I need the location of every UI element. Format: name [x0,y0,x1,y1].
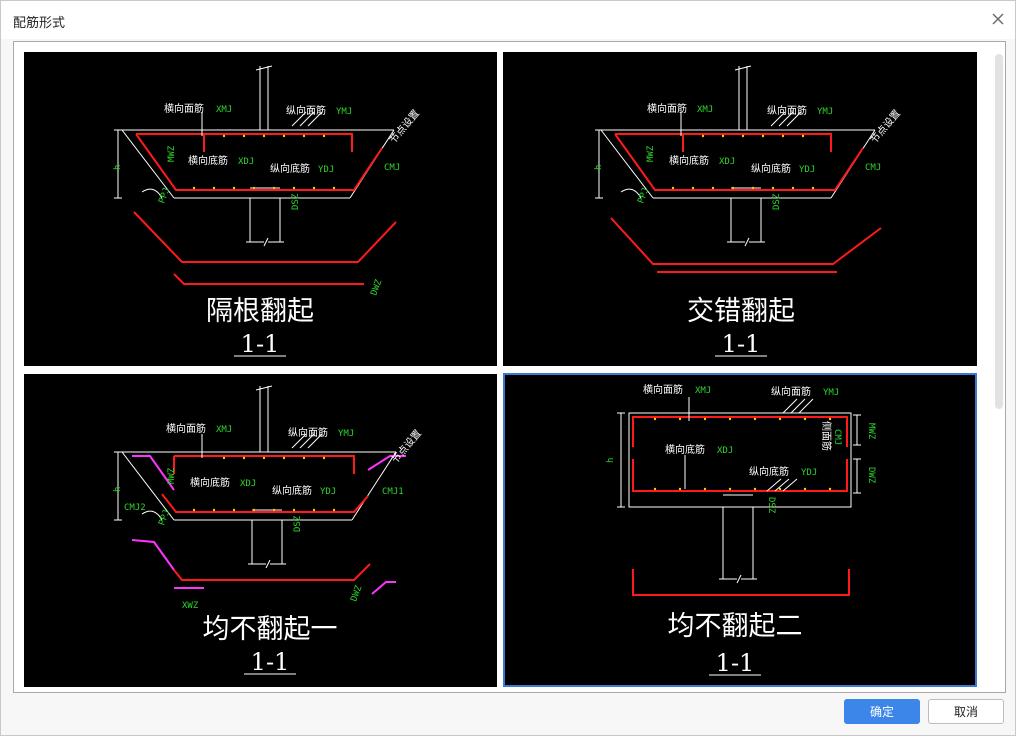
side-code: CMJ1 [382,487,404,497]
dwz-code: DWZ [369,278,384,297]
top-trans-label: 横向面筋 [164,102,204,115]
ppj-code: PPJ [157,186,172,205]
top-long-label: 纵向面筋 [767,104,807,117]
top-trans-label: 横向面筋 [643,383,683,396]
section-label: 1-1 [251,648,290,676]
option-tile-3[interactable]: 横向面筋 XMJ 纵向面筋 YMJ 横向底筋 XDJ 纵向底筋 YDJ 节点设置… [24,374,497,687]
bot-trans-code: XDJ [240,479,256,489]
h-label: h [594,165,604,170]
side-code: CMJ [832,429,842,445]
bot-long-label: 纵向底筋 [270,162,310,175]
mwz-code: MWZ [646,145,656,162]
xwz-code: XWZ [182,601,199,611]
bot-long-code: YDJ [801,468,817,478]
node-label: 节点设置 [389,428,424,466]
side-code: CMJ [384,163,400,173]
option-title: 交错翻起 [687,296,795,327]
bot-trans-code: XDJ [717,446,733,456]
option-tile-1[interactable]: 横向面筋 XMJ 纵向面筋 YMJ 横向底筋 XDJ 纵向底筋 YDJ 节点设置… [24,52,497,366]
mwz-code: MWZ [866,423,876,440]
dsz-code: DSZ [766,497,776,514]
section-label: 1-1 [716,649,755,677]
bot-long-label: 纵向底筋 [272,484,312,497]
mwz-code: MWZ [167,145,177,162]
option-tile-2[interactable]: 横向面筋 XMJ 纵向面筋 YMJ 横向底筋 XDJ 纵向底筋 YDJ 节点设置… [503,52,977,366]
top-trans-label: 横向面筋 [647,102,687,115]
option-title: 隔根翻起 [206,296,314,327]
top-long-label: 纵向面筋 [288,426,328,439]
cancel-button[interactable]: 取消 [928,699,1004,724]
close-icon[interactable] [989,10,1007,28]
dsz-code: DSZ [772,193,782,210]
bot-trans-code: XDJ [719,157,735,167]
dsz-code: DSZ [293,515,303,532]
options-panel: 横向面筋 XMJ 纵向面筋 YMJ 横向底筋 XDJ 纵向底筋 YDJ 节点设置… [13,41,1006,693]
ok-button[interactable]: 确定 [844,699,920,724]
ppj-code: PPJ [157,508,172,527]
option-title: 均不翻起一 [203,614,338,645]
top-long-label: 纵向面筋 [771,385,811,398]
top-trans-code: XMJ [697,105,713,115]
section-drawing: 横向面筋 XMJ 纵向面筋 YMJ 横向底筋 XDJ 纵向底筋 YDJ 侧面筋 … [606,383,876,677]
top-trans-code: XMJ [695,386,711,396]
option-title: 均不翻起二 [668,611,803,642]
ppj-code: PPJ [636,186,651,205]
bot-long-code: YDJ [799,165,815,175]
bot-long-label: 纵向底筋 [751,162,791,175]
title-bar: 配筋形式 [1,1,1015,39]
section-drawing: 横向面筋 XMJ 纵向面筋 YMJ 横向底筋 XDJ 纵向底筋 YDJ 节点设置… [113,385,424,676]
bot-trans-label: 横向底筋 [188,154,228,167]
bot-long-code: YDJ [318,165,334,175]
top-trans-code: XMJ [216,425,232,435]
bot-long-code: YDJ [320,487,336,497]
node-label: 节点设置 [387,108,422,146]
top-long-code: YMJ [823,388,839,398]
side-label: 侧面筋 [820,421,833,451]
option-tile-4[interactable]: 横向面筋 XMJ 纵向面筋 YMJ 横向底筋 XDJ 纵向底筋 YDJ 侧面筋 … [503,373,977,687]
side2-code: CMJ2 [124,503,146,513]
top-trans-code: XMJ [216,105,232,115]
bot-trans-label: 横向底筋 [665,443,705,456]
h-label: h [113,165,123,170]
section-label: 1-1 [722,330,761,358]
dialog-title: 配筋形式 [13,15,66,30]
top-long-code: YMJ [817,107,833,117]
bot-trans-label: 横向底筋 [190,476,230,489]
dsz-code: DSZ [291,193,301,210]
bot-long-label: 纵向底筋 [749,465,789,478]
vertical-scrollbar[interactable] [995,54,1003,409]
mwz-code: MWZ [167,467,177,484]
dwz-code: DWZ [866,467,876,484]
section-drawing: 横向面筋 XMJ 纵向面筋 YMJ 横向底筋 XDJ 纵向底筋 YDJ 节点设置… [594,65,903,358]
section-drawing: 横向面筋 XMJ 纵向面筋 YMJ 横向底筋 XDJ 纵向底筋 YDJ 节点设置… [113,65,422,358]
bot-trans-label: 横向底筋 [669,154,709,167]
h-label: h [113,487,123,492]
top-long-code: YMJ [338,429,354,439]
side-code: CMJ [865,163,881,173]
top-long-label: 纵向面筋 [286,104,326,117]
node-label: 节点设置 [868,108,903,146]
dwz-code: DWZ [349,584,364,603]
h-label: h [606,458,616,463]
section-label: 1-1 [241,330,280,358]
bot-trans-code: XDJ [238,157,254,167]
top-long-code: YMJ [336,107,352,117]
top-trans-label: 横向面筋 [166,422,206,435]
